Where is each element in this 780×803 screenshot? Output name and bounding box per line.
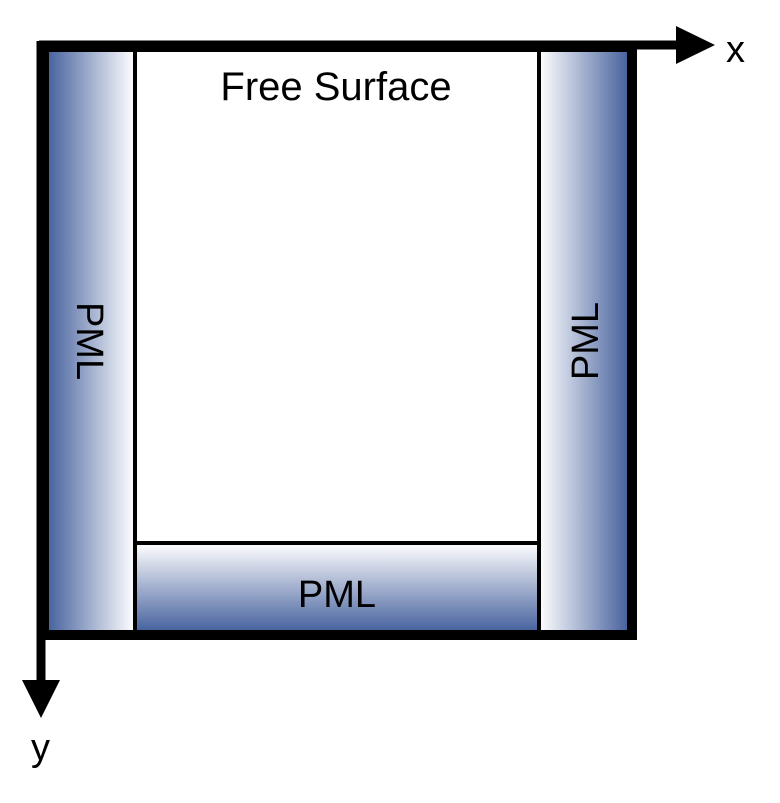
y-axis-label: y <box>31 727 50 769</box>
pml-left-label: PML <box>68 302 110 380</box>
pml-bottom-region <box>135 543 539 635</box>
pml-left-region <box>44 47 135 635</box>
free-surface-label: Free Surface <box>220 65 451 109</box>
pml-bottom-label: PML <box>298 574 376 616</box>
pml-right-region <box>539 47 632 635</box>
y-axis-arrowhead <box>22 680 60 718</box>
x-axis-arrowhead <box>676 26 715 64</box>
x-axis-label: x <box>726 29 745 71</box>
pml-right-label: PML <box>565 302 607 380</box>
